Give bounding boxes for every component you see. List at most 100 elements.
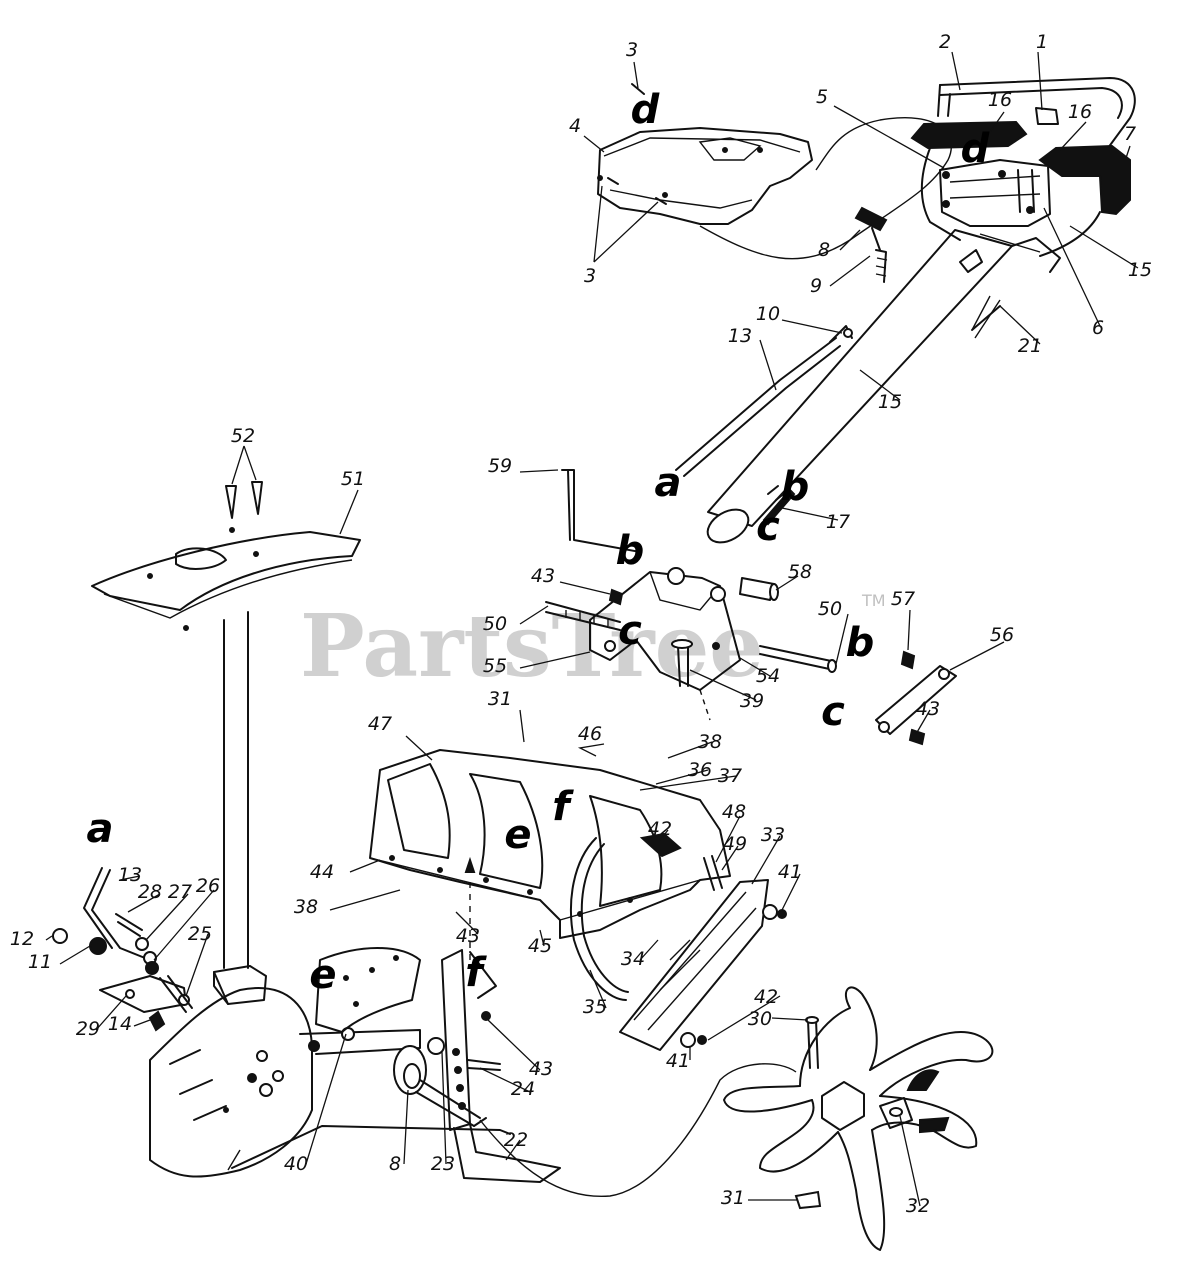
callout-number: 28 (138, 881, 162, 903)
callout-number: 51 (341, 468, 365, 490)
callout-number: 50 (818, 598, 842, 620)
callout-number: 17 (826, 511, 850, 533)
callout-number: 56 (990, 624, 1014, 646)
assembly-letter: d (961, 126, 990, 172)
callout-number: 55 (483, 655, 507, 677)
callout-number: 13 (118, 864, 142, 886)
callout-number: 3 (626, 39, 638, 61)
assembly-letter: f (552, 784, 574, 830)
bolt-39-part (671, 639, 693, 687)
assembly-letter: f (465, 950, 487, 996)
callout-number: 43 (916, 698, 940, 720)
callout-number: 6 (1092, 317, 1104, 339)
assembly-letter: d (631, 87, 660, 133)
callout-number: 42 (754, 986, 778, 1008)
callout-number: 45 (528, 935, 552, 957)
callout-number: 3 (584, 265, 596, 287)
assembly-letter: c (821, 689, 845, 735)
assembly-letter: e (309, 952, 336, 998)
callout-number: 29 (76, 1018, 100, 1040)
callout-number: 15 (1128, 259, 1152, 281)
callout-number: 34 (621, 948, 645, 970)
callout-number: 27 (168, 881, 192, 903)
assembly-letter: b (781, 464, 810, 510)
handle-tube-part (706, 229, 1061, 544)
callout-number: 48 (722, 801, 746, 823)
assembly-letter: e (504, 812, 531, 858)
callout-number: 26 (196, 875, 220, 897)
assembly-letter: c (756, 504, 780, 550)
nut-43-part (608, 588, 624, 606)
clip-part (762, 485, 796, 526)
callout-number: 50 (483, 613, 507, 635)
assembly-letter: a (87, 806, 114, 852)
callout-number: 37 (718, 765, 742, 787)
spacer-58-part (739, 577, 779, 601)
fender-e-part (315, 947, 421, 1033)
callout-number: 46 (578, 723, 602, 745)
part-10-pin (843, 328, 853, 338)
callout-number: 8 (818, 239, 830, 261)
assembly-letter: c (618, 608, 642, 654)
callout-number: 32 (906, 1195, 930, 1217)
assembly-letter: a (655, 460, 682, 506)
callout-number: 11 (28, 951, 52, 973)
callout-number: 47 (368, 713, 392, 735)
watermark-text: PartsTree (300, 596, 764, 697)
callout-number: 41 (778, 861, 802, 883)
callout-number: 39 (740, 690, 764, 712)
callout-number: 43 (456, 925, 480, 947)
callout-number: 54 (756, 665, 780, 687)
callout-number: 7 (1124, 123, 1136, 145)
side-shield-part (619, 879, 769, 1051)
callout-number: 38 (698, 731, 722, 753)
bolt-50b-part (759, 645, 837, 673)
callout-number: 25 (188, 923, 212, 945)
clip-31-part (794, 1190, 822, 1210)
callout-number: 59 (488, 455, 512, 477)
callout-number: 16 (988, 89, 1012, 111)
handlebar-grips-part (910, 120, 1131, 257)
handle-bail-part (937, 77, 1136, 163)
leader-lines (45, 51, 1139, 1207)
callout-number: 5 (816, 86, 828, 108)
handle-bracket-part (939, 107, 1059, 227)
callout-number: 24 (511, 1078, 535, 1100)
callout-number: 36 (688, 759, 712, 781)
callout-number: 4 (569, 115, 581, 137)
callout-number: 42 (648, 818, 672, 840)
assembly-letter: b (616, 528, 645, 574)
knob-part (854, 206, 888, 283)
watermark-trademark: TM (861, 591, 886, 610)
callout-number: 16 (1068, 101, 1092, 123)
callout-number: 23 (431, 1153, 455, 1175)
nut-43b-part (481, 1011, 491, 1021)
washers-41-part (680, 904, 787, 1048)
callout-number: 15 (878, 391, 902, 413)
callout-number: 49 (723, 833, 747, 855)
callout-number: 58 (788, 561, 812, 583)
bracket-assembly-part (561, 469, 741, 721)
callout-number: 8 (389, 1153, 401, 1175)
top-shield-part (91, 481, 361, 631)
callout-number: 2 (939, 31, 951, 53)
callout-number: 22 (504, 1129, 528, 1151)
side-guard-35-part (569, 837, 629, 1001)
callout-number: 31 (488, 688, 512, 710)
callout-number: 43 (531, 565, 555, 587)
shift-lever-lower-part (52, 867, 193, 1032)
axle-8-part (393, 1045, 487, 1127)
callout-number: 44 (310, 861, 334, 883)
callout-number: 13 (728, 325, 752, 347)
bolt-50-part (545, 601, 621, 631)
link-56-part (875, 650, 957, 746)
callout-number: 41 (666, 1050, 690, 1072)
callout-number: 1 (1036, 31, 1048, 53)
shift-rod-upper-part (675, 325, 853, 477)
callout-number: 40 (284, 1153, 308, 1175)
callout-number: 21 (1018, 335, 1042, 357)
callout-number: 52 (231, 425, 255, 447)
callout-number: 57 (891, 588, 915, 610)
callout-number: 43 (529, 1058, 553, 1080)
